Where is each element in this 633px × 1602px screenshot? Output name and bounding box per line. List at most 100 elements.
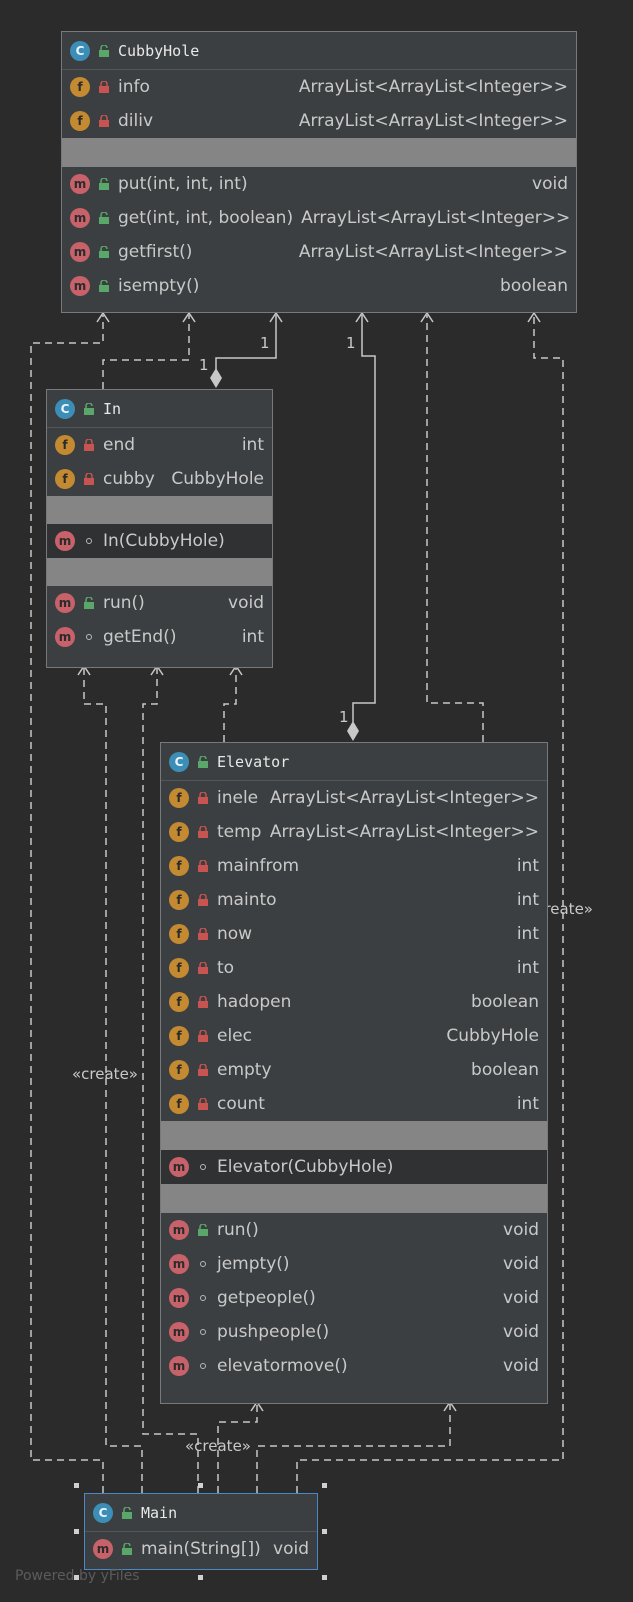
method-row[interactable]: m main(String[]) void <box>85 1532 317 1566</box>
method-row[interactable]: m get(int, int, boolean) ArrayList<Array… <box>62 201 576 235</box>
field-icon: f <box>169 1060 189 1080</box>
selection-handle[interactable] <box>322 1575 327 1580</box>
public-icon <box>81 401 97 417</box>
method-icon: m <box>93 1539 113 1559</box>
field-icon: f <box>169 822 189 842</box>
selection-handle[interactable] <box>198 1483 203 1488</box>
selection-handle[interactable] <box>74 1575 79 1580</box>
method-icon: m <box>169 1220 189 1240</box>
create-label: «create» <box>72 1065 138 1083</box>
method-return-type: void <box>503 1254 539 1274</box>
multiplicity-label: 1 <box>346 334 356 352</box>
edge-in-cubbyhole <box>102 315 190 389</box>
method-return-type: void <box>532 174 568 194</box>
field-name: mainfrom <box>217 856 300 876</box>
class-node-cubbyhole[interactable]: C CubbyHole f info ArrayList<ArrayList<I… <box>61 31 577 313</box>
selection-handle[interactable] <box>198 1575 203 1580</box>
edge-main-cubbyhole-right <box>296 315 564 1493</box>
field-name: info <box>118 77 150 97</box>
method-icon: m <box>70 208 90 228</box>
method-row[interactable]: m getEnd() int <box>47 620 272 654</box>
section-separator <box>161 1121 547 1150</box>
method-name: main(String[]) <box>141 1539 261 1559</box>
constructor-row[interactable]: m In(CubbyHole) <box>47 524 272 558</box>
selection-handle[interactable] <box>74 1483 79 1488</box>
field-name: now <box>217 924 253 944</box>
field-name: mainto <box>217 890 277 910</box>
watermark: Powered by yFiles <box>15 1568 140 1584</box>
field-row[interactable]: f diliv ArrayList<ArrayList<Integer>> <box>62 104 576 138</box>
class-icon: C <box>93 1502 113 1523</box>
field-icon: f <box>169 1094 189 1114</box>
field-icon: f <box>169 992 189 1012</box>
multiplicity-label: 1 <box>260 334 270 352</box>
method-icon: m <box>169 1322 189 1342</box>
method-row[interactable]: m getfirst() ArrayList<ArrayList<Integer… <box>62 235 576 269</box>
field-name: end <box>103 435 136 455</box>
class-node-main[interactable]: C Main m main(String[]) void <box>84 1493 318 1570</box>
method-icon: m <box>55 627 75 647</box>
section-separator <box>47 496 272 524</box>
method-icon: m <box>55 531 75 551</box>
composition-diamond-in <box>210 368 222 388</box>
method-icon: m <box>70 276 90 296</box>
method-icon: m <box>169 1157 189 1177</box>
field-name: cubby <box>103 469 155 489</box>
section-separator <box>161 1184 547 1213</box>
field-row[interactable]: f info ArrayList<ArrayList<Integer>> <box>62 70 576 104</box>
method-return-type: void <box>503 1220 539 1240</box>
selection-handle[interactable] <box>322 1483 327 1488</box>
class-node-in[interactable]: C In f end int f cubby CubbyHole m In(Cu… <box>46 389 273 668</box>
method-row[interactable]: m run() void <box>47 586 272 620</box>
section-separator <box>62 138 576 167</box>
constructor-name: In(CubbyHole) <box>103 531 225 551</box>
method-icon: m <box>169 1288 189 1308</box>
class-header: C Main <box>85 1494 317 1532</box>
package-private-icon <box>195 1159 211 1175</box>
method-name: pushpeople() <box>217 1322 330 1342</box>
public-icon <box>96 176 112 192</box>
private-lock-icon <box>195 926 211 942</box>
edge-main-elevator-right <box>256 1404 451 1493</box>
field-icon: f <box>169 856 189 876</box>
selection-handle[interactable] <box>322 1529 327 1534</box>
public-icon <box>195 754 211 770</box>
edge-main-cubbyhole-left <box>30 315 104 1493</box>
private-lock-icon <box>195 994 211 1010</box>
method-row[interactable]: m put(int, int, int) void <box>62 167 576 201</box>
class-icon: C <box>55 398 75 419</box>
constructor-row[interactable]: m Elevator(CubbyHole) <box>161 1150 547 1184</box>
selection-handle[interactable] <box>74 1529 79 1534</box>
class-header: C CubbyHole <box>62 32 576 70</box>
section-separator <box>47 558 272 586</box>
method-row[interactable]: m isempty() boolean <box>62 269 576 303</box>
field-row[interactable]: f cubby CubbyHole <box>47 462 272 496</box>
edge-elevator-composition <box>352 315 376 722</box>
field-row[interactable]: f end int <box>47 428 272 462</box>
method-icon: m <box>70 242 90 262</box>
field-type: CubbyHole <box>171 469 264 489</box>
field-name: to <box>217 958 235 978</box>
field-row[interactable]: f mainfrom int <box>161 849 547 883</box>
field-name: temp <box>217 822 262 842</box>
method-name: elevatormove() <box>217 1356 348 1376</box>
field-type: int <box>516 856 539 876</box>
class-name: Main <box>141 1503 178 1522</box>
class-header: C Elevator <box>161 743 547 781</box>
edge-elevator-in <box>223 668 237 742</box>
